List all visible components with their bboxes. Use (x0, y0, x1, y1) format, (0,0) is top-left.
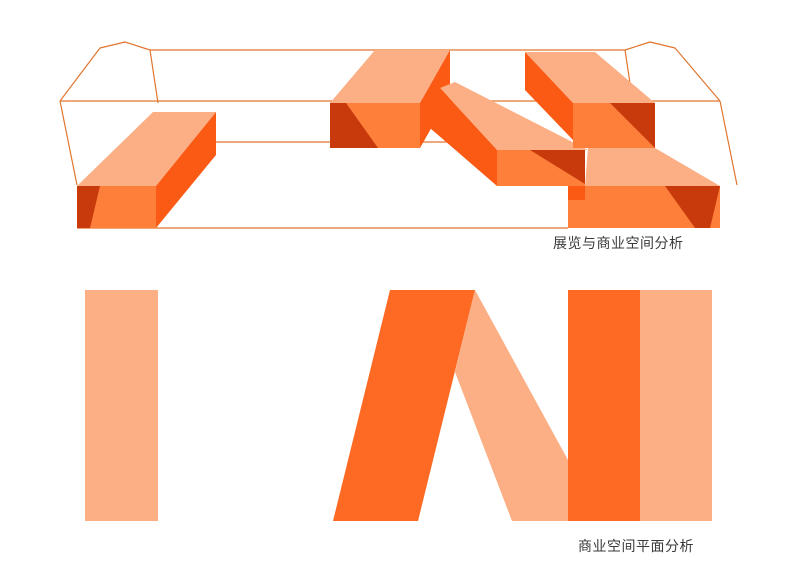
volume-block-a (77, 112, 216, 228)
block-c-left (430, 88, 497, 186)
block-b-front-shadow (330, 103, 378, 148)
block-b-top (330, 50, 450, 103)
block-d-front-shadow (610, 103, 655, 148)
block-a-side (156, 112, 216, 228)
block-d-left (525, 52, 573, 140)
block-d-top (525, 52, 655, 103)
caption-commercial-plan-analysis: 商业空间平面分析 (578, 539, 694, 555)
caption-exhibition-commercial-analysis: 展览与商业空间分析 (553, 236, 684, 252)
block-c-top (440, 82, 588, 150)
plan-diagonal-light (455, 290, 568, 521)
plan-bar-right (640, 290, 712, 521)
block-b-side (420, 50, 450, 148)
block-c-front-shadow (530, 150, 585, 184)
block-e-left-edge (568, 186, 585, 200)
plan-view (85, 290, 712, 521)
volume-block-b (330, 50, 450, 148)
plan-diagonal-dark (333, 290, 475, 521)
block-a-top (77, 112, 216, 186)
volume-block-d (525, 52, 655, 148)
block-a-front-shadow (77, 186, 100, 228)
block-e-front-shadow (665, 186, 720, 228)
plan-bar-left (85, 290, 158, 521)
volume-block-c (430, 82, 588, 186)
envelope-side-left (59, 100, 738, 186)
volume-block-e (568, 148, 720, 228)
block-e-top (585, 148, 720, 186)
plan-bar-dark (568, 290, 640, 521)
